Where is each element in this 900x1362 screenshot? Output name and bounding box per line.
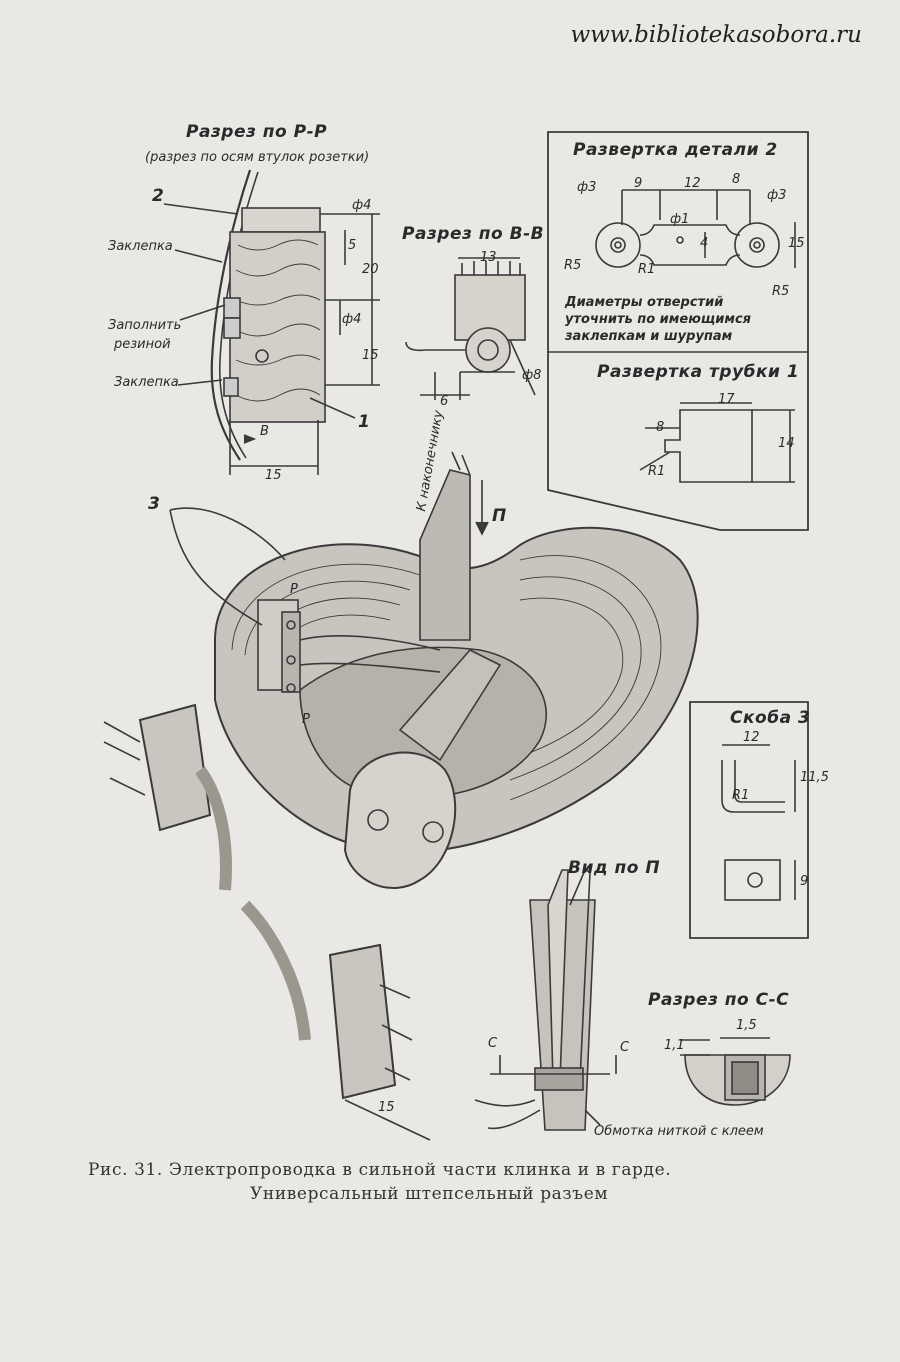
dim-det2-r5-left: R5 xyxy=(564,258,582,273)
section-bb-drawing xyxy=(405,257,536,400)
dim-det2-d3-left: ф3 xyxy=(577,180,597,195)
dim-bracket-115: 11,5 xyxy=(800,770,829,785)
dim-tube-8: 8 xyxy=(656,420,665,435)
dim-cc-15: 1,5 xyxy=(736,1018,757,1033)
label-fill-rubber-2: резиной xyxy=(114,337,171,352)
dim-det2-r1: R1 xyxy=(638,262,656,277)
section-cc-drawing xyxy=(680,1037,791,1106)
bracket3-title: Скоба 3 xyxy=(730,708,811,728)
dim-det2-9: 9 xyxy=(634,176,643,191)
label-zaklepka-bottom: Заклепка xyxy=(114,375,179,390)
part-label-3: 3 xyxy=(148,494,161,514)
detail-box xyxy=(547,131,809,531)
label-fill-rubber-1: Заполнить xyxy=(108,318,182,333)
dim-det2-d3-right: ф3 xyxy=(767,188,787,203)
letter-c-right: С xyxy=(620,1040,630,1055)
section-cc-title: Разрез по С-С xyxy=(648,990,790,1010)
tube1-title: Развертка трубки 1 xyxy=(597,362,800,382)
dim-det2-4: 4 xyxy=(700,236,709,251)
arrow-p-label: П xyxy=(492,506,507,526)
dim-bracket-9: 9 xyxy=(800,874,809,889)
dim-pp-d4-mid: ф4 xyxy=(342,312,362,327)
watermark-url: www.bibliotekasobora.ru xyxy=(570,22,862,48)
section-bb-title: Разрез по В-В xyxy=(402,224,545,244)
dim-bb-13: 13 xyxy=(480,250,497,265)
section-pp-drawing xyxy=(163,169,380,475)
detail2-title: Развертка детали 2 xyxy=(573,140,778,160)
dim-plug-15: 15 xyxy=(378,1100,395,1115)
dim-det2-12: 12 xyxy=(684,176,701,191)
p-mark-top: Р xyxy=(290,582,298,597)
label-winding: Обмотка ниткой с клеем xyxy=(594,1124,764,1139)
letter-c-left: С xyxy=(488,1036,498,1051)
dim-pp-15-horizontal: 15 xyxy=(265,468,282,483)
dim-pp-5: 5 xyxy=(348,238,357,253)
caption-line-2: Универсальный штепсельный разъем xyxy=(250,1184,609,1204)
figure-caption: Рис. 31. Электропроводка в сильной части… xyxy=(88,1158,828,1206)
dim-det2-8: 8 xyxy=(732,172,741,187)
p-mark-bottom: Р xyxy=(302,712,310,727)
caption-line-1: Рис. 31. Электропроводка в сильной части… xyxy=(88,1160,672,1180)
dim-bracket-r1: R1 xyxy=(732,788,750,803)
dim-tube-14: 14 xyxy=(778,436,795,451)
part-label-1: 1 xyxy=(358,412,371,432)
section-pp-subtitle: (разрез по осям втулок розетки) xyxy=(145,150,370,165)
guard-drawing xyxy=(169,451,699,890)
dim-pp-15-vertical: 15 xyxy=(362,348,379,363)
dim-bb-6: 6 xyxy=(440,394,449,409)
dim-tube-r1: R1 xyxy=(648,464,666,479)
part-label-2: 2 xyxy=(152,186,165,206)
dim-cc-11: 1,1 xyxy=(664,1038,685,1053)
dim-bb-d8: ф8 xyxy=(522,368,542,383)
label-zaklepka-top: Заклепка xyxy=(108,239,173,254)
dim-det2-d1: ф1 xyxy=(670,212,690,227)
dim-pp-d4-top: ф4 xyxy=(352,198,372,213)
dim-det2-r5-right: R5 xyxy=(772,284,790,299)
dim-det2-15: 15 xyxy=(788,236,805,251)
dim-tube-17: 17 xyxy=(718,392,735,407)
detail2-note: Диаметры отверстий уточнить по имеющимся… xyxy=(565,295,752,344)
view-p-title: Вид по П xyxy=(568,858,661,878)
dim-pp-20: 20 xyxy=(362,262,379,277)
plugs-drawing xyxy=(103,703,431,1141)
section-pp-title: Разрез по Р-Р xyxy=(186,122,328,142)
letter-b: В xyxy=(260,424,269,439)
view-p-drawing xyxy=(474,868,617,1131)
bracket-box xyxy=(689,701,809,939)
dim-bracket-12: 12 xyxy=(743,730,760,745)
